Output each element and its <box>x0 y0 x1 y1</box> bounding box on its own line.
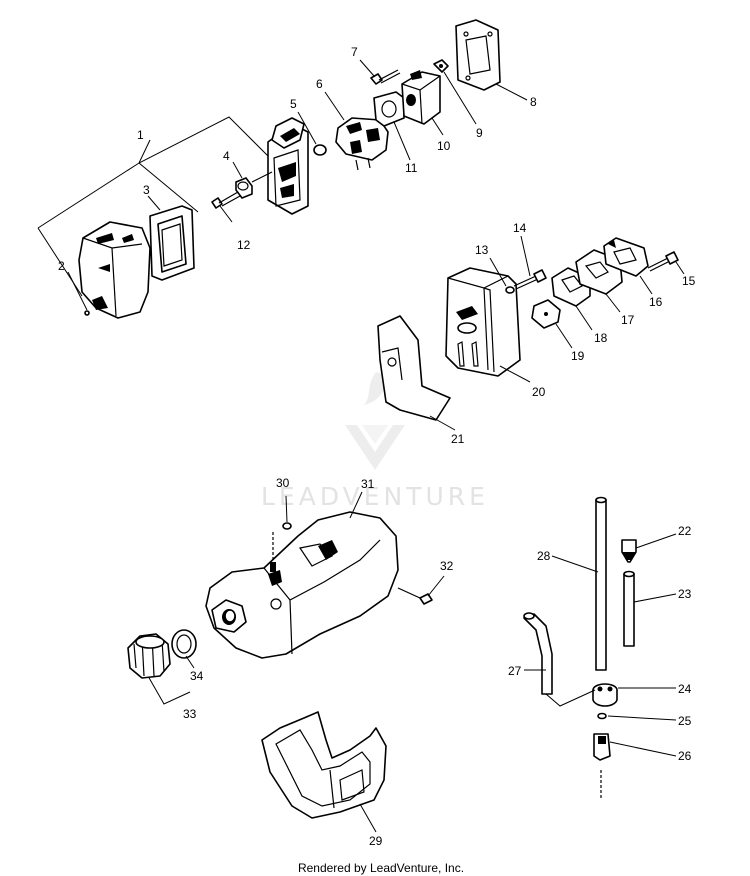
part-11-gasket <box>373 91 405 127</box>
callout-33: 33 <box>183 707 197 721</box>
callout-22: 22 <box>678 524 692 538</box>
part-34-cap-gasket <box>171 629 197 659</box>
part-33-leader <box>147 675 191 705</box>
callout-19: 19 <box>571 349 585 363</box>
callout-27: 27 <box>508 664 522 678</box>
part-26-valve <box>593 733 611 798</box>
callout-9: 9 <box>476 126 483 140</box>
part-23-fuel-line <box>623 570 635 647</box>
part-29-tank-frame <box>261 711 387 819</box>
part-14-bolt <box>513 269 547 290</box>
part-6-carburetor <box>335 117 389 171</box>
callout-26: 26 <box>678 749 692 763</box>
part-32-screw <box>397 587 433 605</box>
part-22-fuel-filter <box>621 539 637 563</box>
callout-10: 10 <box>437 139 451 153</box>
part-31-fuel-tank <box>205 511 399 659</box>
callout-12: 12 <box>237 238 251 252</box>
callout-14: 14 <box>513 221 527 235</box>
callout-31: 31 <box>361 477 375 491</box>
callout-15: 15 <box>682 274 696 288</box>
part-27-return-line <box>523 612 553 695</box>
callout-2: 2 <box>58 259 65 273</box>
part-15-screw <box>647 251 679 272</box>
callout-7: 7 <box>351 45 358 59</box>
part-12-screw <box>211 191 241 209</box>
part-10-insulator <box>401 70 441 125</box>
part-3-air-filter <box>149 205 195 281</box>
part-2-air-filter-cover <box>78 221 151 319</box>
part-16-baffle <box>603 237 649 277</box>
part-30-washer <box>270 522 292 572</box>
callout-32: 32 <box>440 559 454 573</box>
part-5-o-ring <box>313 144 327 156</box>
callout-18: 18 <box>594 331 608 345</box>
part-7-screw <box>370 69 401 85</box>
footer-credit: Rendered by LeadVenture, Inc. <box>298 861 464 875</box>
callout-25: 25 <box>678 714 692 728</box>
callout-labels: 1 2 3 4 5 6 7 8 9 10 11 12 13 14 15 16 1… <box>58 45 696 848</box>
part-25-o-ring <box>597 712 607 720</box>
part-13-washer <box>505 286 515 294</box>
part-9-nut <box>433 59 449 73</box>
part-24-grommet <box>592 683 618 707</box>
callout-1: 1 <box>137 128 144 142</box>
callout-3: 3 <box>143 183 150 197</box>
part-19-cover-plate <box>531 299 561 329</box>
callout-4: 4 <box>223 149 230 163</box>
callout-8: 8 <box>530 95 537 109</box>
callout-11: 11 <box>405 161 418 175</box>
callout-29: 29 <box>369 834 383 848</box>
callout-24: 24 <box>678 682 692 696</box>
callout-23: 23 <box>678 587 692 601</box>
callout-21: 21 <box>451 432 465 446</box>
part-20-muffler <box>445 267 521 377</box>
callout-30: 30 <box>276 476 290 490</box>
part-4-spacer <box>235 177 253 199</box>
callout-28: 28 <box>537 549 551 563</box>
callout-20: 20 <box>532 385 546 399</box>
callout-34: 34 <box>190 669 204 683</box>
callout-5: 5 <box>290 97 297 111</box>
callout-13: 13 <box>475 243 489 257</box>
part-1-air-filter-base <box>251 117 309 215</box>
part-21-heat-shield <box>377 315 451 421</box>
part-28-fuel-line <box>595 496 607 671</box>
part-8-gasket-plate <box>455 19 501 91</box>
callout-16: 16 <box>649 295 663 309</box>
watermark-text: LEADVENTURE <box>261 482 489 511</box>
callout-17: 17 <box>621 313 635 327</box>
callout-6: 6 <box>316 77 323 91</box>
part-33-fuel-cap <box>127 633 171 679</box>
